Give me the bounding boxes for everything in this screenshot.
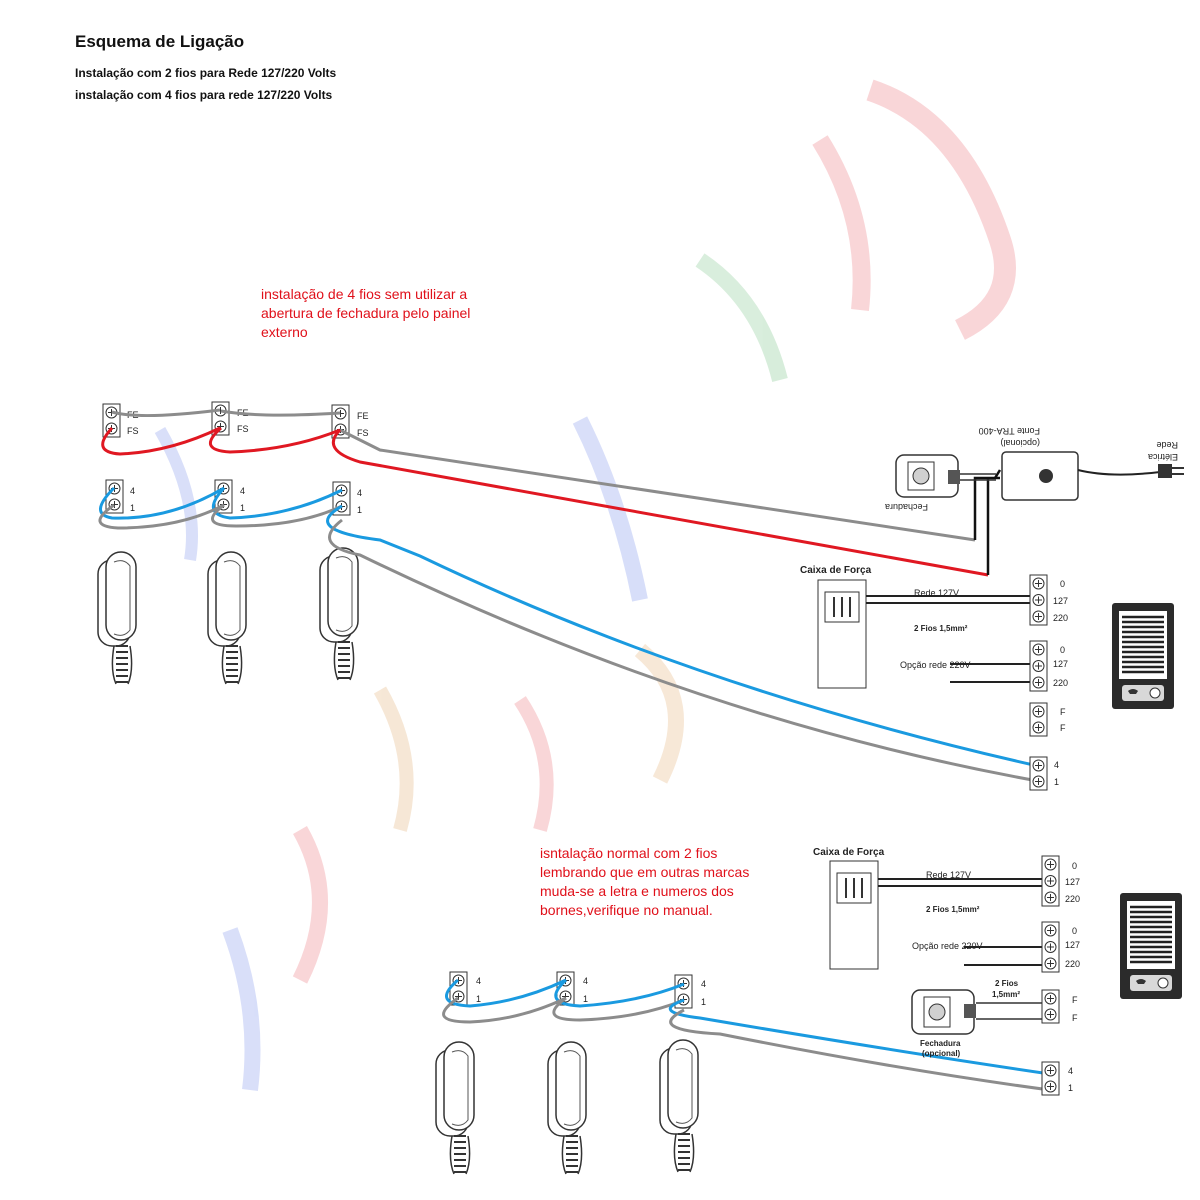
- mains-label-2: Elétrica: [1148, 452, 1178, 462]
- wire-gray: [669, 1008, 1051, 1092]
- note-four-wires: instalação de 4 fios sem utilizar a aber…: [261, 286, 471, 340]
- power-box-title: Caixa de Força: [813, 847, 885, 858]
- wire-gray: [98, 503, 343, 530]
- terminal-label-1: 1: [1054, 777, 1059, 787]
- terminal-label-4: 4: [357, 488, 362, 498]
- terminal-label-220: 220: [1065, 894, 1080, 904]
- terminal-label-127: 127: [1065, 877, 1080, 887]
- terminal-label-127: 127: [1065, 940, 1080, 950]
- opcao-220-label: Opção rede 220V: [912, 941, 983, 951]
- terminal-block-4-1: [1041, 1061, 1060, 1096]
- terminal-label-1: 1: [583, 994, 588, 1004]
- door-panel: [1118, 891, 1184, 1001]
- power-box-title: Caixa de Força: [800, 565, 872, 576]
- page-title: Esquema de Ligação: [75, 32, 245, 51]
- terminal-block-4-1: [449, 971, 468, 1006]
- lock-label: Fechadura: [885, 502, 928, 512]
- terminal-block-f: [1029, 702, 1048, 737]
- terminal-label-f: F: [1072, 1013, 1078, 1023]
- wire-gray: [442, 996, 685, 1024]
- wire-gray: [339, 428, 976, 542]
- lock-wires-label-2: 1,5mm²: [992, 990, 1020, 999]
- terminal-label-4: 4: [1054, 760, 1059, 770]
- terminal-label-f: F: [1060, 723, 1066, 733]
- interphone-handset: [435, 1041, 475, 1175]
- rede-127-label: Rede 127V: [914, 588, 959, 598]
- terminal-label-220: 220: [1053, 613, 1068, 623]
- terminal-label-1: 1: [701, 997, 706, 1007]
- terminal-label-fs: FS: [357, 428, 369, 438]
- wire-blue: [99, 486, 343, 520]
- terminal-label-1: 1: [240, 503, 245, 513]
- lock-optional: (opcional): [922, 1049, 961, 1058]
- two-wires-label: 2 Fios 1,5mm²: [914, 624, 968, 633]
- terminal-label-0: 0: [1072, 861, 1077, 871]
- terminal-label-fs: FS: [127, 426, 139, 436]
- power-box: Caixa de Força Rede 127V 2 Fios 1,5mm² O…: [800, 565, 1030, 689]
- terminal-block-f: [1041, 989, 1060, 1024]
- terminal-label-4: 4: [476, 976, 481, 986]
- two-wires-label: 2 Fios 1,5mm²: [926, 905, 980, 914]
- interphone-handset: [319, 547, 359, 681]
- watermark: [154, 79, 1016, 1091]
- power-supply-tra400: Fonte TRA-400 (opcional) Rede Elétrica: [979, 426, 1184, 501]
- wire-red: [331, 428, 989, 577]
- lock-label: Fechadura: [920, 1039, 961, 1048]
- terminal-label-fs: FS: [237, 424, 249, 434]
- interphone-handset: [207, 551, 247, 685]
- wire-blue: [668, 998, 1051, 1076]
- terminal-label-0: 0: [1060, 579, 1065, 589]
- rede-127-label: Rede 127V: [926, 870, 971, 880]
- power-box: Caixa de Força Rede 127V 2 Fios 1,5mm² O…: [813, 847, 1042, 970]
- interphone-handset: [97, 551, 137, 685]
- interphone-handset: [547, 1041, 587, 1175]
- schematic-four-wires: FE FS FE FS FE FS 4 1 4 1 4 1: [97, 401, 1184, 791]
- opcao-220-label: Opção rede 220V: [900, 660, 971, 670]
- terminal-label-0: 0: [1060, 645, 1065, 655]
- terminal-block-rede: [1041, 855, 1060, 907]
- electric-lock: Fechadura (opcional) 2 Fios 1,5mm²: [911, 979, 1042, 1058]
- terminal-label-4: 4: [240, 486, 245, 496]
- note-two-wires: isntalação normal com 2 fios lembrando q…: [540, 845, 750, 918]
- terminal-label-4: 4: [701, 979, 706, 989]
- terminal-label-4: 4: [583, 976, 588, 986]
- terminal-block-fe-fs: [102, 403, 121, 438]
- wire-blue: [445, 978, 685, 1008]
- schematic-two-wires: 4 1 4 1 4 1 Caixa de Força Rede 127V 2 F…: [435, 847, 1184, 1175]
- mains-label: Rede: [1156, 440, 1178, 450]
- wire-gray: [111, 408, 341, 418]
- power-supply-label: Fonte TRA-400: [979, 426, 1040, 436]
- terminal-label-1: 1: [1068, 1083, 1073, 1093]
- electric-lock: Fechadura: [885, 454, 996, 512]
- terminal-label-1: 1: [476, 994, 481, 1004]
- terminal-label-127: 127: [1053, 596, 1068, 606]
- terminal-label-1: 1: [357, 505, 362, 515]
- terminal-block-4-1: [1029, 756, 1048, 791]
- terminal-label-220: 220: [1053, 678, 1068, 688]
- terminal-block-220: [1041, 921, 1060, 973]
- power-supply-optional: (opcional): [1000, 438, 1040, 448]
- terminal-label-fe: FE: [357, 411, 369, 421]
- terminal-label-1: 1: [130, 503, 135, 513]
- terminal-label-4: 4: [1068, 1066, 1073, 1076]
- door-panel: [1110, 601, 1176, 711]
- terminal-block-rede: [1029, 574, 1048, 626]
- terminal-label-220: 220: [1065, 959, 1080, 969]
- wire-gray: [328, 518, 1039, 783]
- wire-red: [101, 426, 341, 456]
- interphone-handset: [659, 1039, 699, 1173]
- terminal-label-f: F: [1072, 995, 1078, 1005]
- terminal-block-220: [1029, 640, 1048, 692]
- subtitle-two-wires: Instalação com 2 fios para Rede 127/220 …: [75, 66, 337, 80]
- lock-wires-label: 2 Fios: [995, 979, 1019, 988]
- subtitle-four-wires: instalação com 4 fios para rede 127/220 …: [75, 88, 333, 102]
- terminal-label-0: 0: [1072, 926, 1077, 936]
- terminal-label-f: F: [1060, 707, 1066, 717]
- wire-black: [973, 469, 1002, 575]
- terminal-label-127: 127: [1053, 659, 1068, 669]
- terminal-label-4: 4: [130, 486, 135, 496]
